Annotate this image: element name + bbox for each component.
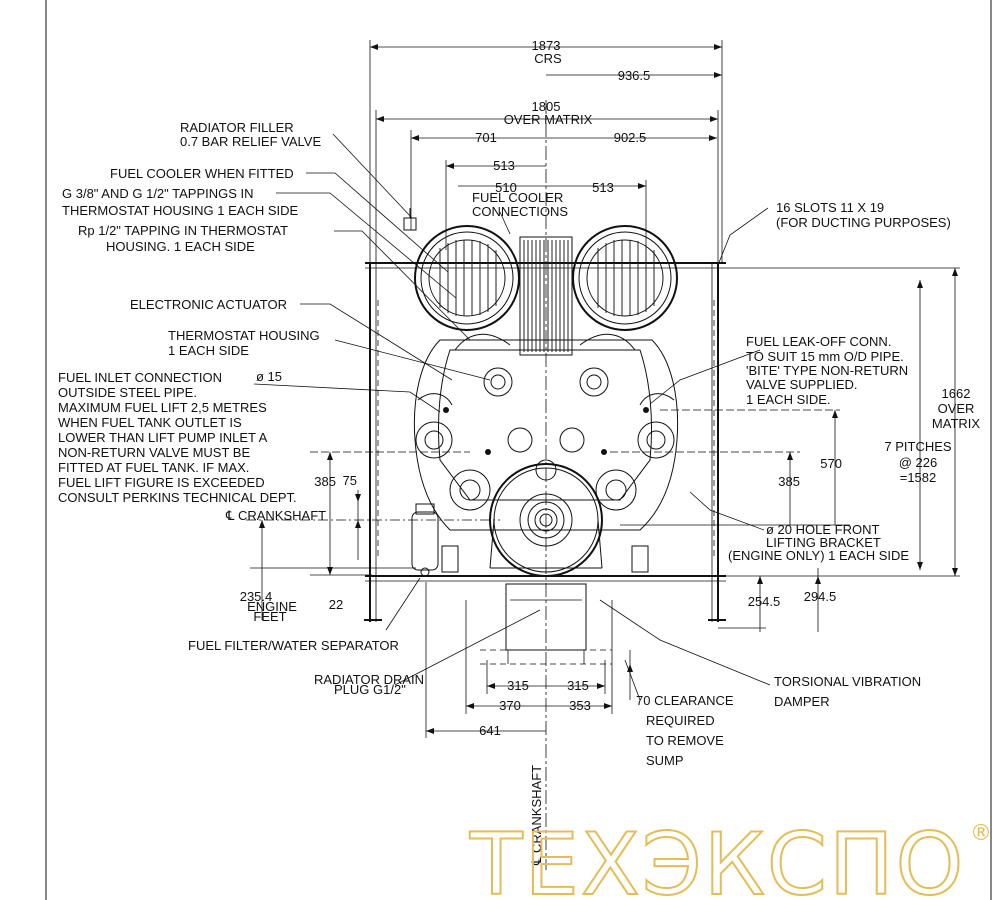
label-radiator-filler: RADIATOR FILLER	[180, 120, 294, 135]
label-tappings-2: THERMOSTAT HOUSING 1 EACH SIDE	[62, 203, 299, 218]
label-leakoff-5: 1 EACH SIDE.	[746, 392, 831, 407]
label-relief-valve: 0.7 BAR RELIEF VALVE	[180, 134, 321, 149]
label-fuel-inlet-5: LOWER THAN LIFT PUMP INLET A	[58, 430, 268, 445]
label-slots-2: (FOR DUCTING PURPOSES)	[776, 215, 951, 230]
dim-75: 75	[343, 473, 357, 488]
dim-feet-label: FEET	[253, 609, 286, 624]
dim-902-5: 902.5	[614, 130, 647, 145]
dim-over-matrix-label: OVER MATRIX	[504, 112, 593, 127]
label-crankshaft-vertical: ℄ CRANKSHAFT	[529, 765, 544, 866]
dim-513-right: 513	[592, 180, 614, 195]
label-hole-1: ø 20 HOLE FRONT	[766, 522, 879, 537]
label-hole-2: LIFTING BRACKET	[766, 535, 881, 550]
label-leakoff-1: FUEL LEAK-OFF CONN.	[746, 334, 891, 349]
label-radiator-drain-2: PLUG G1/2"	[334, 682, 406, 697]
label-fuel-inlet-8: FUEL LIFT FIGURE IS EXCEEDED	[58, 475, 265, 490]
right-dimensions: 1662 OVER MATRIX 7 PITCHES @ 226 =1582 5…	[610, 267, 980, 632]
watermark-logo: ТЕХЭКСПО ®	[468, 814, 992, 900]
label-hole-3: (ENGINE ONLY) 1 EACH SIDE	[728, 548, 909, 563]
label-radiator-drain-1: RADIATOR DRAIN	[314, 672, 424, 687]
sump	[480, 583, 612, 665]
label-fuel-inlet-2: OUTSIDE STEEL PIPE.	[58, 385, 197, 400]
dim-641: 641	[479, 723, 501, 738]
dim-1582: =1582	[900, 470, 937, 485]
label-electronic-actuator: ELECTRONIC ACTUATOR	[130, 297, 287, 312]
label-torsional-1: TORSIONAL VIBRATION	[774, 674, 921, 689]
dim-315-right: 315	[567, 678, 589, 693]
top-dimensions: 1873 CRS 936.5 1805 OVER MATRIX 701 902.…	[369, 38, 723, 262]
label-clearance-1: 70 CLEARANCE	[636, 693, 734, 708]
leader-lines	[253, 133, 771, 701]
bottom-dimensions: 315 315 370 353 641	[425, 582, 633, 738]
dim-701: 701	[475, 130, 497, 145]
label-clearance-4: SUMP	[646, 753, 684, 768]
label-rp-1: Rp 1/2" TAPPING IN THERMOSTAT	[78, 223, 288, 238]
dim-235-4: 235.4	[240, 589, 273, 604]
dim-phi-15: ø 15	[256, 369, 282, 384]
dim-385-left: 385	[314, 474, 336, 489]
label-fuel-cooler: FUEL COOLER WHEN FITTED	[110, 166, 294, 181]
dim-570: 570	[820, 456, 842, 471]
callout-labels: RADIATOR FILLER 0.7 BAR RELIEF VALVE FUE…	[58, 120, 951, 866]
label-fuel-inlet-9: CONSULT PERKINS TECHNICAL DEPT.	[58, 490, 297, 505]
label-leakoff-3: 'BITE' TYPE NON-RETURN	[746, 363, 908, 378]
label-torsional-2: DAMPER	[774, 694, 830, 709]
label-fuel-inlet-4: WHEN FUEL TANK OUTLET IS	[58, 415, 242, 430]
dim-1662-over: OVER	[938, 401, 975, 416]
label-fuel-inlet-1: FUEL INLET CONNECTION	[58, 370, 222, 385]
label-fuel-inlet-7: FITTED AT FUEL TANK. IF MAX.	[58, 460, 249, 475]
dim-crs-label: CRS	[534, 51, 562, 66]
dim-1662-matrix: MATRIX	[932, 416, 980, 431]
label-clearance-2: REQUIRED	[646, 713, 715, 728]
left-dimensions: 385 75 235.4 ENGINE FEET 22 ø 15	[240, 369, 500, 624]
label-fuel-cooler-conn-1: FUEL COOLER	[472, 190, 563, 205]
dim-294-5: 294.5	[804, 589, 837, 604]
dim-7-pitches: 7 PITCHES	[884, 439, 952, 454]
dim-at-226: @ 226	[899, 455, 938, 470]
dim-22: 22	[329, 597, 343, 612]
label-fuel-inlet-6: NON-RETURN VALVE MUST BE	[58, 445, 250, 460]
label-leakoff-4: VALVE SUPPLIED.	[746, 377, 858, 392]
dim-385-right: 385	[778, 474, 800, 489]
dim-1873: 1873	[532, 38, 561, 53]
label-thermostat-2: 1 EACH SIDE	[168, 343, 249, 358]
dim-370: 370	[499, 698, 521, 713]
label-clearance-3: TO REMOVE	[646, 733, 724, 748]
watermark-text: ТЕХЭКСПО	[469, 815, 965, 900]
dim-513-left: 513	[493, 158, 515, 173]
label-rp-2: HOUSING. 1 EACH SIDE	[106, 239, 255, 254]
dim-353: 353	[569, 698, 591, 713]
label-thermostat-1: THERMOSTAT HOUSING	[168, 328, 320, 343]
dim-254-5: 254.5	[748, 594, 781, 609]
label-slots-1: 16 SLOTS 11 X 19	[776, 200, 884, 215]
label-leakoff-2: TO SUIT 15 mm O/D PIPE.	[746, 349, 904, 364]
dim-315-left: 315	[507, 678, 529, 693]
label-fuel-cooler-conn-2: CONNECTIONS	[472, 204, 568, 219]
label-crankshaft: ℄ CRANKSHAFT	[225, 508, 326, 523]
engine-body	[413, 333, 679, 531]
watermark-registered-mark: ®	[970, 821, 992, 846]
dim-510: 510	[495, 180, 517, 195]
fuel-filter-water-separator	[411, 503, 649, 577]
radiator-tanks	[403, 208, 678, 356]
dim-1662: 1662	[942, 386, 971, 401]
label-tappings-1: G 3/8" AND G 1/2" TAPPINGS IN	[62, 186, 254, 201]
dim-engine-label: ENGINE	[247, 599, 297, 614]
dim-936-5: 936.5	[618, 68, 651, 83]
label-fuel-inlet-3: MAXIMUM FUEL LIFT 2,5 METRES	[58, 400, 267, 415]
label-fuel-filter: FUEL FILTER/WATER SEPARATOR	[188, 638, 399, 653]
